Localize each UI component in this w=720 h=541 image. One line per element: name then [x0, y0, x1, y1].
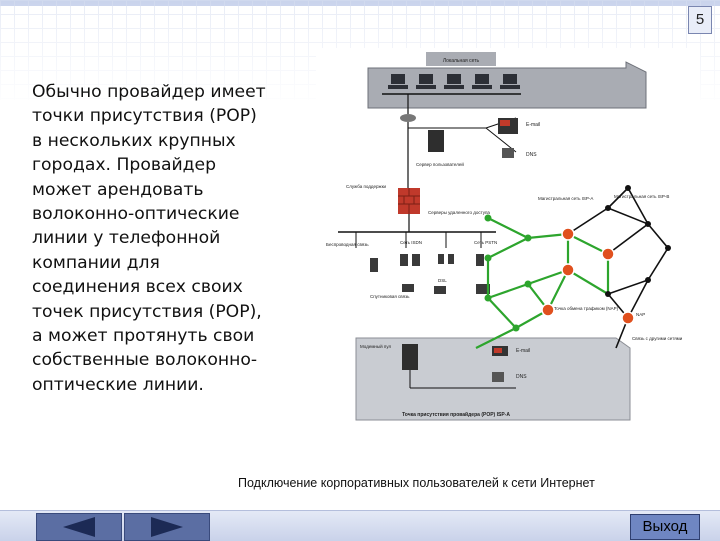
body-text-line: может арендовать: [32, 179, 204, 200]
svg-text:E-mail: E-mail: [516, 348, 530, 354]
access-device-icons: [370, 254, 490, 294]
body-text-line: компании для: [32, 252, 160, 273]
svg-text:Служба поддержки: Служба поддержки: [346, 184, 387, 189]
svg-text:Сервер пользователей: Сервер пользователей: [416, 161, 464, 167]
next-slide-button[interactable]: [124, 513, 210, 541]
body-text-line: соединения всех своих: [32, 277, 243, 298]
svg-text:Беспроводная связь: Беспроводная связь: [326, 242, 369, 247]
arrow-right-icon: [151, 517, 183, 537]
figure-caption: Подключение корпоративных пользователей …: [238, 476, 595, 490]
nap-nodes: [541, 227, 635, 325]
svg-text:Модемный пул: Модемный пул: [360, 343, 391, 349]
server-icon: [428, 130, 444, 152]
body-text-line: а может протянуть свои: [32, 326, 255, 347]
pop-server-icon: [402, 344, 418, 370]
svg-text:DNS: DNS: [526, 152, 537, 158]
body-text-line: в нескольких крупных: [32, 130, 236, 151]
svg-text:Точка обмена трафиком (NAP): Точка обмена трафиком (NAP): [554, 306, 619, 311]
svg-text:Спутниковая связь: Спутниковая связь: [370, 294, 410, 299]
body-text-line: точек присутствия (POP),: [32, 301, 262, 322]
body-text: Обычно провайдер имеет точки присутствия …: [32, 80, 300, 397]
svg-text:E-mail: E-mail: [526, 122, 540, 128]
body-text-line: собственные волоконно-: [32, 350, 258, 371]
svg-text:Сеть PSTN: Сеть PSTN: [474, 240, 497, 245]
isp-b-nodes: [605, 185, 671, 297]
svg-text:Связь с другими сетями: Связь с другими сетями: [632, 336, 683, 341]
arrow-left-icon: [63, 517, 95, 537]
prev-slide-button[interactable]: [36, 513, 122, 541]
computer-icons: [388, 74, 520, 89]
dns-icon: [502, 148, 514, 158]
slide-number: 5: [688, 6, 712, 34]
isp-a-nodes: [484, 214, 532, 332]
body-text-line: Обычно провайдер имеет: [32, 82, 266, 102]
body-text-line: линии у телефонной: [32, 228, 221, 249]
lan-label: Локальная сеть: [443, 58, 480, 64]
svg-text:Магистральная сеть ISP-A: Магистральная сеть ISP-A: [538, 196, 593, 201]
svg-text:Серверы удаленного доступа: Серверы удаленного доступа: [428, 210, 490, 215]
svg-text:DSL: DSL: [438, 278, 447, 283]
svg-text:DNS: DNS: [516, 374, 527, 380]
exit-button[interactable]: Выход: [630, 514, 700, 540]
body-text-line: волоконно-оптические: [32, 204, 240, 225]
svg-text:Точка присутствия провайдера (: Точка присутствия провайдера (POP) ISP-A: [402, 411, 510, 418]
backbone-links: [475, 217, 610, 349]
svg-text:NAP: NAP: [636, 312, 645, 317]
svg-text:Сеть ISDN: Сеть ISDN: [400, 240, 422, 245]
router-icon: [400, 114, 416, 122]
body-text-line: точки присутствия (POP): [32, 106, 257, 127]
body-text-line: оптические линии.: [32, 374, 204, 395]
svg-text:Магистральная сеть ISP-B: Магистральная сеть ISP-B: [614, 194, 669, 199]
network-diagram: Локальная сеть E-mail DNS Сервер пользов…: [316, 48, 700, 426]
body-text-line: городах. Провайдер: [32, 155, 217, 176]
firewall-icon: [398, 188, 420, 214]
